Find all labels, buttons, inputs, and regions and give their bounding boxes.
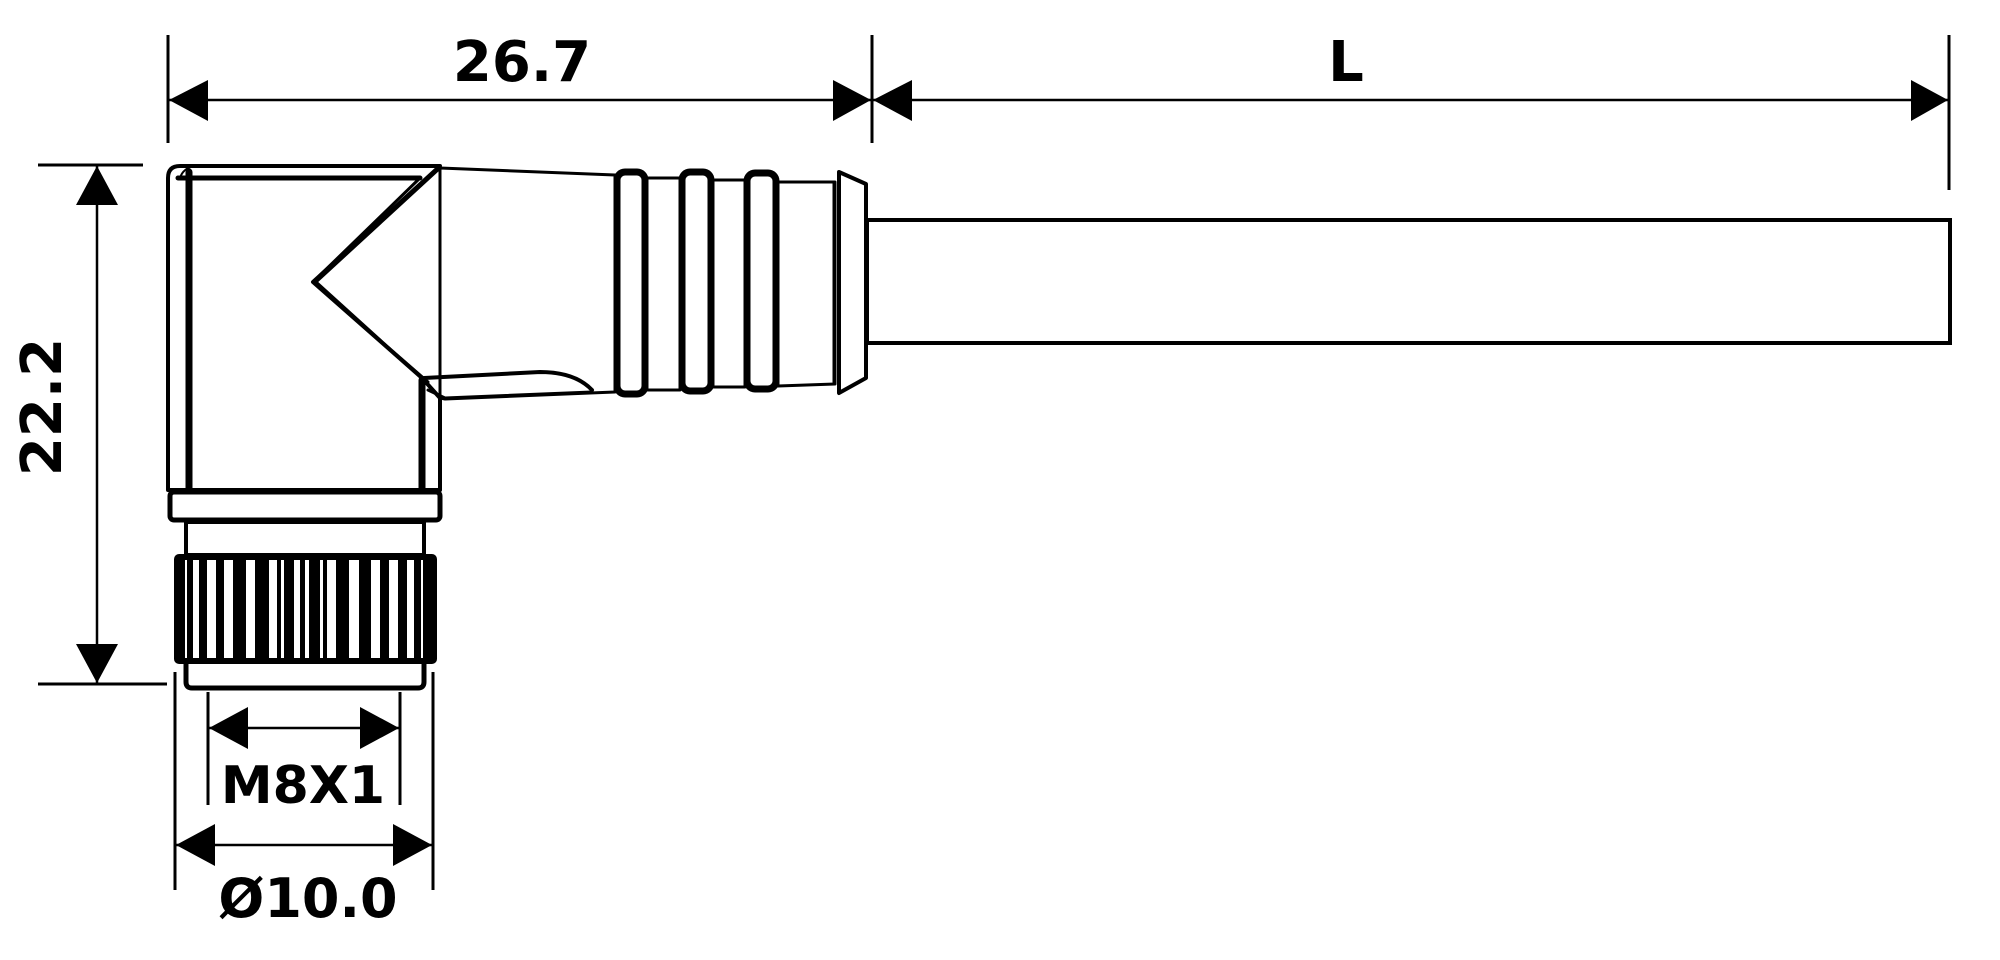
arrowhead-left-icon [873, 80, 912, 121]
ring-1 [613, 168, 649, 398]
strain-relief [438, 166, 868, 401]
housing-corner-detail [179, 165, 196, 179]
label-thread: M8X1 [221, 756, 385, 816]
arrowhead-left-icon [176, 824, 215, 866]
label-body-length: 26.7 [453, 30, 591, 95]
shoulder-upper [422, 370, 594, 392]
sleeve-segment-1 [645, 176, 682, 392]
dimension-thread [206, 692, 402, 805]
neck [184, 520, 426, 557]
ring-2 [678, 168, 715, 395]
dimension-overall-height [38, 163, 167, 686]
dimension-cable-length [872, 35, 1951, 190]
angled-housing [166, 164, 594, 494]
collar-band [167, 489, 443, 523]
chevron-inner [311, 176, 430, 384]
collar [167, 489, 443, 557]
dimension-nut-diameter [173, 672, 435, 890]
sleeve-segment-2 [711, 178, 747, 389]
dimension-body-length [166, 35, 874, 143]
arrowhead-left-icon [209, 707, 248, 749]
flange [837, 170, 868, 395]
knurled-coupling-nut [174, 554, 437, 691]
cable [865, 218, 1952, 345]
arrowhead-left-icon [169, 80, 208, 121]
shoulder-lower [443, 390, 594, 400]
arrowhead-right-icon [393, 824, 432, 866]
arrowhead-right-icon [360, 707, 399, 749]
label-overall-height: 22.2 [10, 338, 75, 476]
knurl-grooves [185, 560, 423, 658]
arrowhead-down-icon [76, 644, 118, 683]
arrowhead-up-icon [76, 166, 118, 205]
strain-relief-sleeve [438, 166, 617, 401]
strain-relief-tail [776, 180, 837, 388]
nut-bottom-lip [183, 664, 427, 691]
shoulder-bevel [426, 388, 447, 400]
label-cable-length: L [1328, 30, 1364, 95]
arrowhead-right-icon [1911, 80, 1948, 121]
housing-outline [166, 164, 442, 492]
label-nut-diameter: Ø10.0 [218, 867, 397, 930]
ring-3 [743, 169, 780, 393]
arrowhead-right-icon [833, 80, 871, 121]
